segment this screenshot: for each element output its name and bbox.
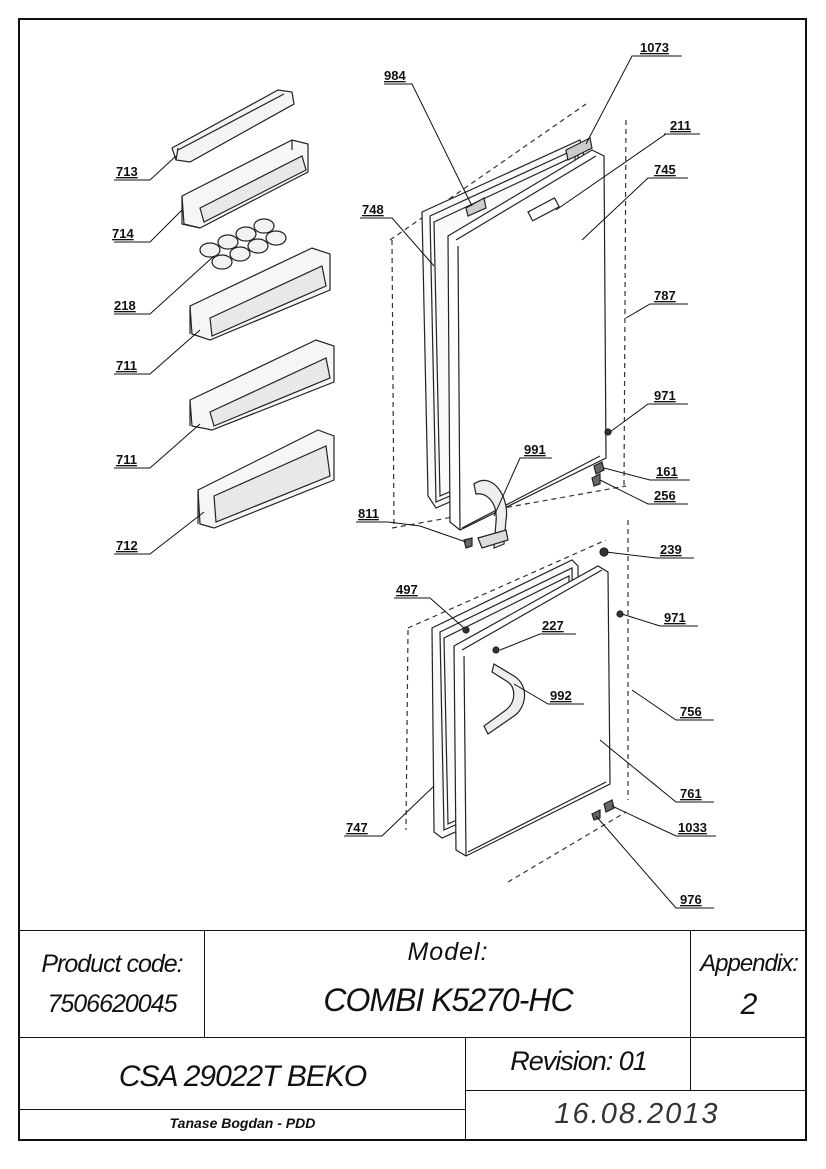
callout-1033: 1033 [678, 820, 707, 835]
part-218-egg-tray [199, 218, 287, 270]
part-1073 [565, 137, 593, 161]
callout-984: 984 [384, 68, 406, 83]
callout-211: 211 [670, 118, 691, 133]
callout-218: 218 [114, 298, 136, 313]
part-711-shelf-b [189, 339, 335, 431]
part-745-door [447, 149, 607, 531]
callout-227: 227 [542, 618, 564, 633]
callout-787: 787 [654, 288, 676, 303]
product-code-label: Product code: [41, 950, 183, 978]
callout-761: 761 [680, 786, 702, 801]
callout-711-a: 711 [116, 358, 137, 373]
part-497 [462, 626, 470, 634]
callout-756: 756 [680, 704, 702, 719]
part-711-shelf-a [189, 247, 331, 341]
model-label: Model: [407, 938, 489, 966]
callout-1073: 1073 [640, 40, 669, 55]
appendix-value: 2 [740, 988, 758, 1021]
callout-239: 239 [660, 542, 682, 557]
callout-976: 976 [680, 892, 702, 907]
product-code-value: 7506620045 [47, 990, 177, 1018]
callout-971-upper: 971 [654, 388, 676, 403]
part-227 [492, 646, 500, 654]
part-991-handle [473, 479, 509, 549]
part-984 [465, 197, 487, 217]
part-1033 [603, 799, 615, 813]
part-712-shelf [197, 429, 335, 529]
callout-713: 713 [116, 164, 138, 179]
callout-161: 161 [656, 464, 678, 479]
callout-256: 256 [654, 488, 676, 503]
part-256 [591, 473, 601, 487]
drawing-frame [18, 18, 807, 1141]
lower-door-dashed-outline [405, 520, 629, 883]
part-811 [463, 537, 473, 549]
callout-992: 992 [550, 688, 572, 703]
part-161 [593, 461, 605, 475]
callout-712: 712 [116, 538, 138, 553]
callout-714: 714 [112, 226, 134, 241]
model-value: COMBI K5270-HC [323, 982, 573, 1018]
part-971-upper [604, 428, 612, 436]
callout-991: 991 [524, 442, 546, 457]
callout-745: 745 [654, 162, 676, 177]
revision: Revision: 01 [510, 1046, 648, 1076]
callout-811: 811 [358, 506, 379, 521]
part-713-bar [171, 89, 295, 163]
callout-748: 748 [362, 202, 384, 217]
part-976 [591, 809, 601, 821]
csa-name: CSA 29022T BEKO [118, 1060, 367, 1093]
leader-lines [114, 55, 716, 909]
appendix-label: Appendix: [700, 950, 799, 977]
callout-711-b: 711 [116, 452, 137, 467]
part-761-door [453, 565, 611, 857]
callout-747: 747 [346, 820, 368, 835]
callout-497: 497 [396, 582, 418, 597]
callout-971-lower: 971 [664, 610, 686, 625]
callout-labels: 713 714 218 711 711 712 984 1073 211 745… [112, 40, 707, 907]
revision-date: 16.08.2013 [554, 1098, 720, 1130]
exploded-parts-diagram: 713 714 218 711 711 712 984 1073 211 745… [112, 40, 716, 909]
part-992-handle [483, 663, 526, 735]
author: Tanase Bogdan - PDD [169, 1115, 316, 1131]
part-714-shelf [181, 139, 309, 229]
